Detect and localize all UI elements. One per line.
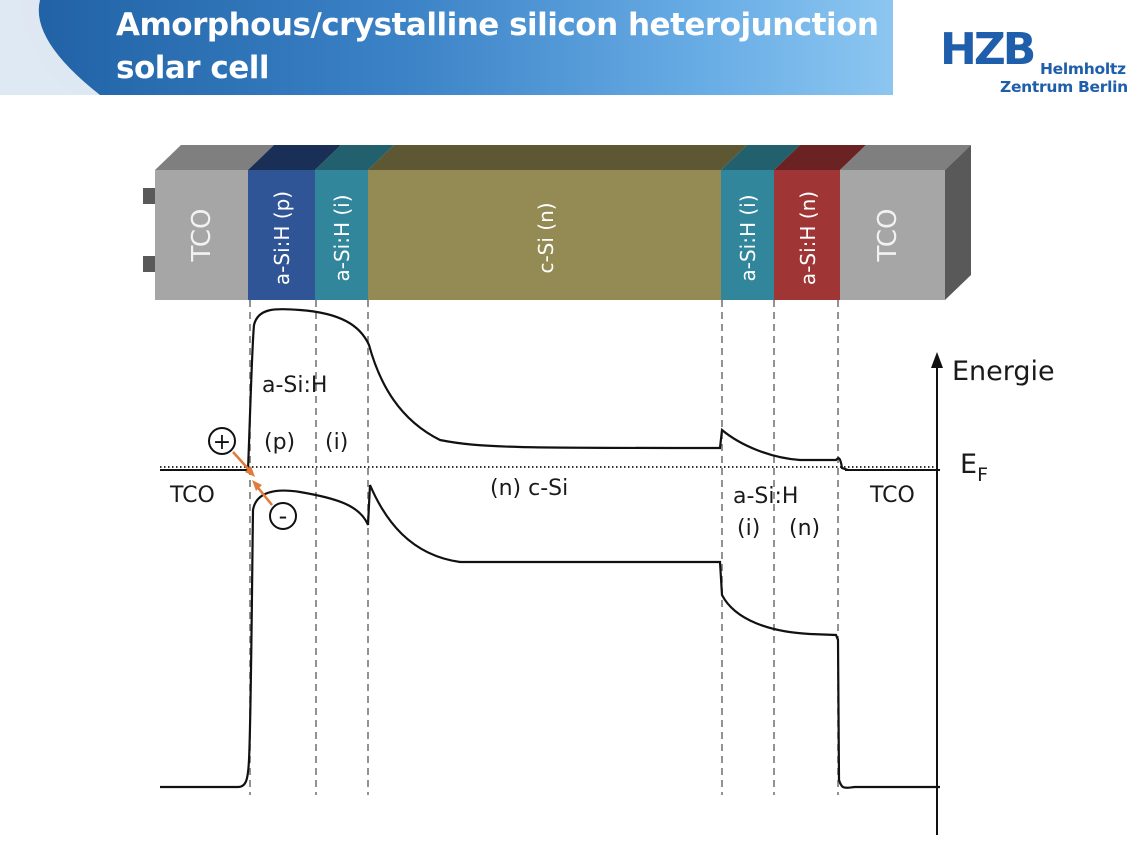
- layer-top-face-tco-right: [840, 145, 971, 170]
- layer-tco-left: [155, 170, 248, 300]
- layer-top-face-n: [774, 145, 866, 170]
- logo-text-line2: Zentrum Berlin: [1000, 78, 1128, 96]
- fermi-level-label: EF: [960, 449, 988, 486]
- left-contact-stub-top: [143, 188, 155, 204]
- slide-title-line1: Amorphous/crystalline silicon heterojunc…: [116, 7, 879, 43]
- electron-arrowhead: [252, 480, 262, 491]
- left-contact-stub-bottom: [143, 256, 155, 272]
- layer-label-tco-left: TCO: [187, 209, 217, 263]
- slide-title: Amorphous/crystalline silicon heterojunc…: [116, 4, 886, 90]
- left-p-label: (p): [264, 430, 295, 455]
- layer-label-a-si-i-right: a-Si:H (i): [736, 194, 760, 281]
- electron-symbol: -: [269, 502, 297, 530]
- title-swoosh-decoration: [0, 0, 100, 95]
- layer-label-a-si-n: a-Si:H (n): [796, 191, 820, 285]
- layer-label-c-si-n: c-Si (n): [534, 202, 558, 273]
- slide-title-line2: solar cell: [116, 50, 270, 86]
- recombination-arrows: [232, 451, 273, 506]
- layer-label-a-si-i-left: a-Si:H (i): [330, 194, 354, 281]
- layer-top-face-tco-left: [155, 145, 274, 170]
- logo-mark: HZB: [940, 24, 1036, 75]
- hole-symbol: +: [208, 427, 236, 455]
- left-a-si-label: a-Si:H: [262, 373, 327, 398]
- hzb-logo: HZB Helmholtz Zentrum Berlin: [940, 26, 1130, 100]
- right-a-si-label: a-Si:H: [733, 484, 798, 509]
- right-i-label: (i): [737, 516, 760, 541]
- interface-lines: [249, 300, 839, 795]
- layer-c-si-n: [368, 170, 721, 300]
- left-tco-label: TCO: [169, 483, 215, 508]
- logo-text-line1: Helmholtz: [1040, 60, 1126, 78]
- stack-right-side-face: [945, 145, 971, 300]
- hole-plus-sign: +: [213, 430, 231, 455]
- layer-a-si-i-left: [315, 170, 368, 300]
- title-bar: Amorphous/crystalline silicon heterojunc…: [0, 0, 893, 95]
- fermi-level-symbol: E: [960, 449, 977, 480]
- layer-label-a-si-p: a-Si:H (p): [270, 191, 294, 285]
- electron-circle: [269, 502, 297, 530]
- layer-top-face-csi: [368, 145, 747, 170]
- valence-band-curve: [160, 484, 940, 789]
- conduction-band-curve: [246, 308, 849, 472]
- device-stack: TCO a-Si:H (p) a-Si:H (i) c-Si (n) a-Si:…: [143, 145, 971, 300]
- layer-top-face-p: [248, 145, 341, 170]
- right-tco-label: TCO: [869, 483, 915, 508]
- layer-a-si-i-right: [721, 170, 774, 300]
- layer-top-face-i-left: [315, 145, 394, 170]
- layer-label-tco-right: TCO: [873, 209, 903, 263]
- layer-top-face-i-right: [721, 145, 800, 170]
- fermi-level-subscript: F: [977, 464, 988, 486]
- right-n-label: (n): [789, 516, 820, 541]
- layer-a-si-n: [774, 170, 840, 300]
- layer-tco-right: [840, 170, 945, 300]
- layer-a-si-p: [248, 170, 315, 300]
- electron-minus-sign: -: [279, 502, 288, 530]
- hole-arrowhead: [245, 466, 255, 477]
- energy-axis-arrowhead: [931, 352, 943, 368]
- energy-axis-label: Energie: [952, 356, 1055, 387]
- center-c-si-label: (n) c-Si: [490, 476, 568, 501]
- hole-circle: [208, 427, 236, 455]
- left-i-label: (i): [325, 430, 348, 455]
